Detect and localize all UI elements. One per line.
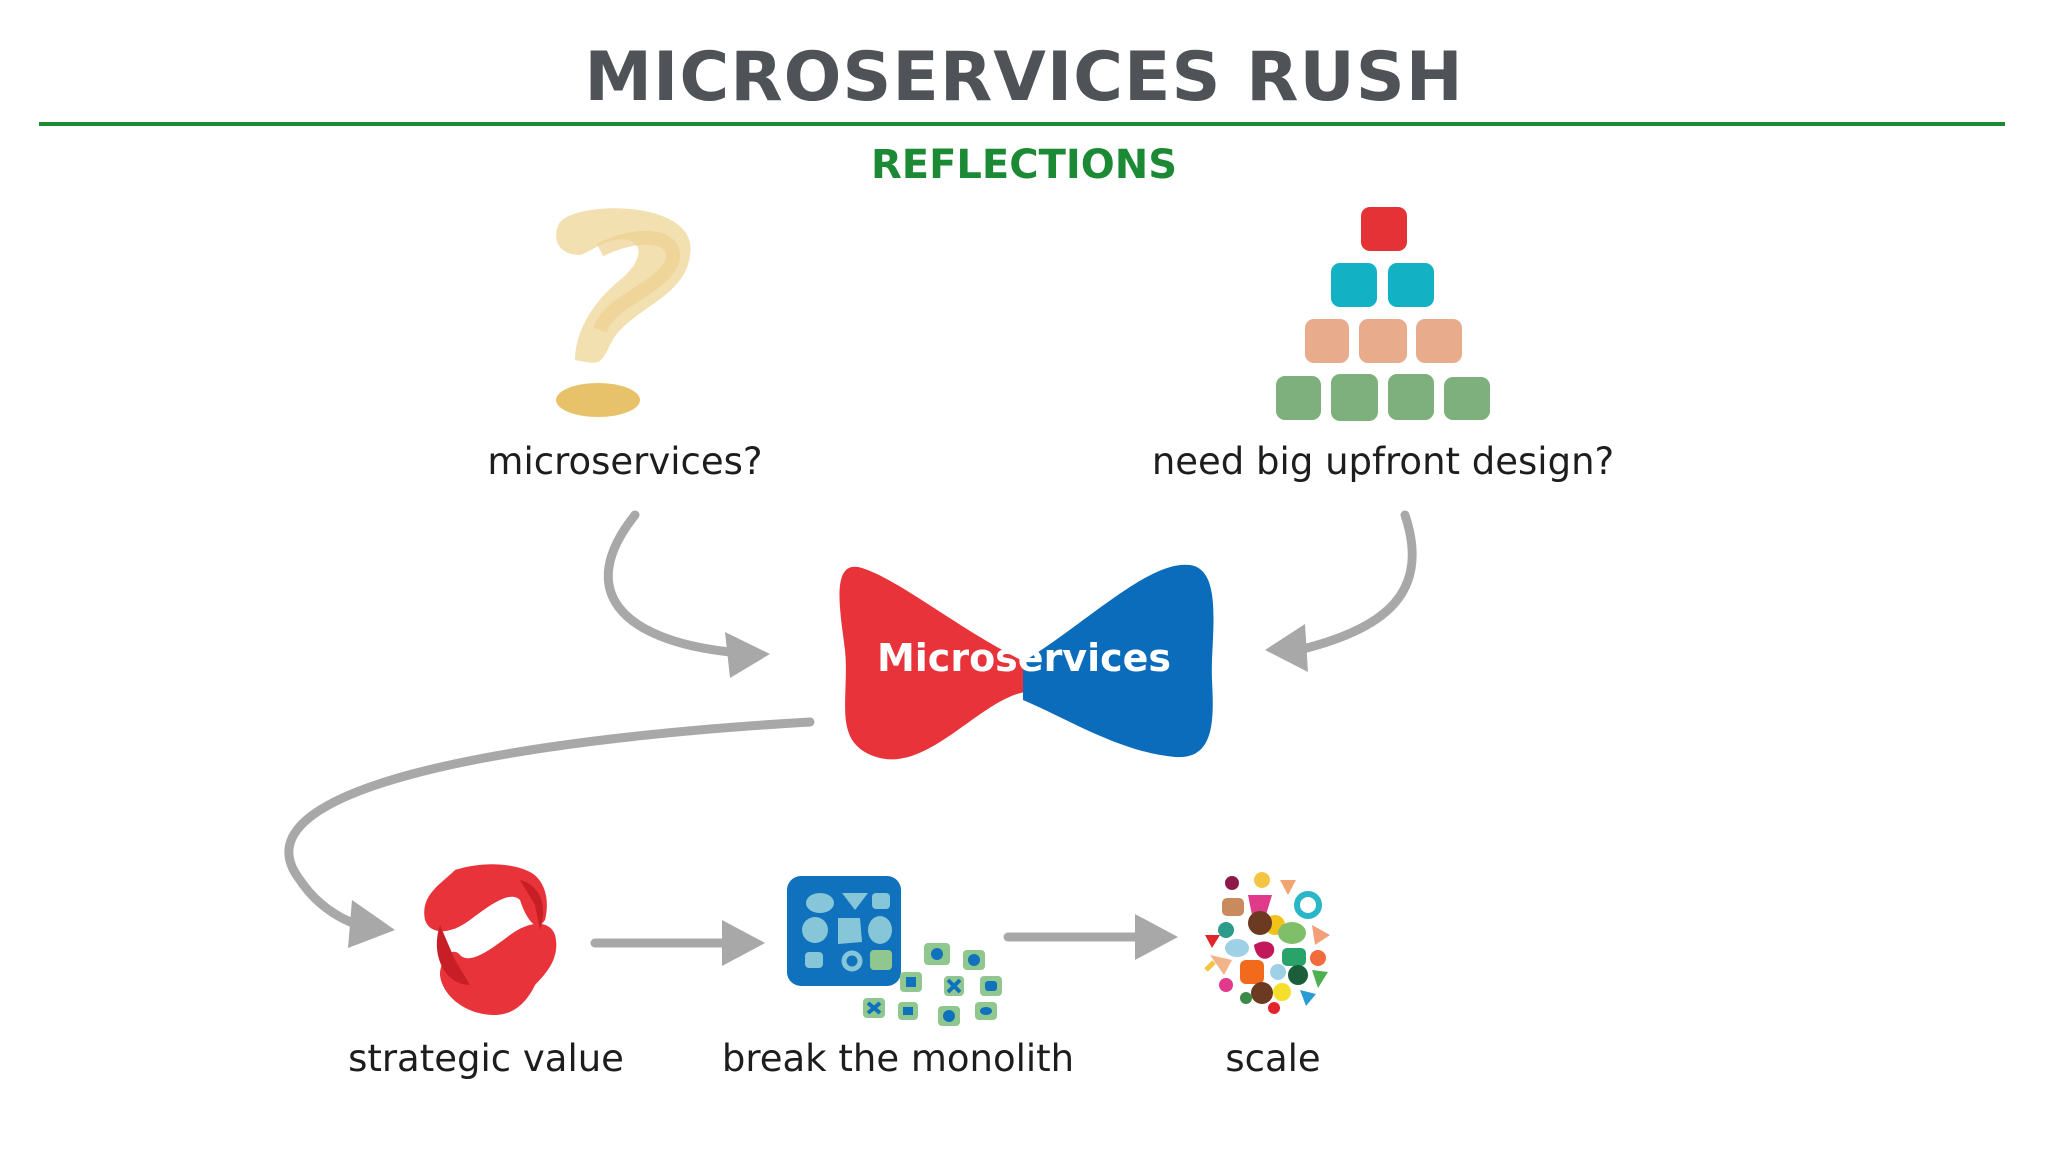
question-label: microservices? bbox=[487, 440, 763, 483]
question-mark-icon bbox=[556, 208, 691, 417]
arrowhead-3 bbox=[348, 900, 395, 948]
title-divider bbox=[39, 122, 2005, 126]
arrowhead-5 bbox=[1135, 914, 1178, 960]
microservices-bowtie-icon bbox=[839, 564, 1214, 760]
arrowhead-4 bbox=[722, 920, 765, 966]
broken-monolith-icon bbox=[787, 876, 1002, 1026]
page-subtitle: REFLECTIONS bbox=[870, 142, 1178, 188]
arrow-question-to-center bbox=[603, 510, 735, 657]
center-node-label: Microservices bbox=[876, 636, 1172, 680]
strategic-value-label: strategic value bbox=[348, 1037, 624, 1080]
scattered-shapes-icon bbox=[1204, 872, 1330, 1014]
scale-label: scale bbox=[1225, 1037, 1321, 1080]
block-pyramid-icon bbox=[1276, 207, 1490, 421]
arrow-design-to-center bbox=[1285, 510, 1417, 657]
arrowhead-2 bbox=[1265, 624, 1308, 672]
design-label: need big upfront design? bbox=[1151, 440, 1615, 483]
cycle-arrows-icon bbox=[424, 864, 557, 1015]
monolith-label: break the monolith bbox=[721, 1037, 1075, 1080]
arrowheads bbox=[348, 624, 1308, 966]
arrowhead-1 bbox=[725, 632, 770, 678]
connector-arrows bbox=[284, 510, 1417, 948]
arrow-center-to-strategic bbox=[284, 717, 815, 933]
page-title: MICROSERVICES RUSH bbox=[584, 38, 1464, 117]
